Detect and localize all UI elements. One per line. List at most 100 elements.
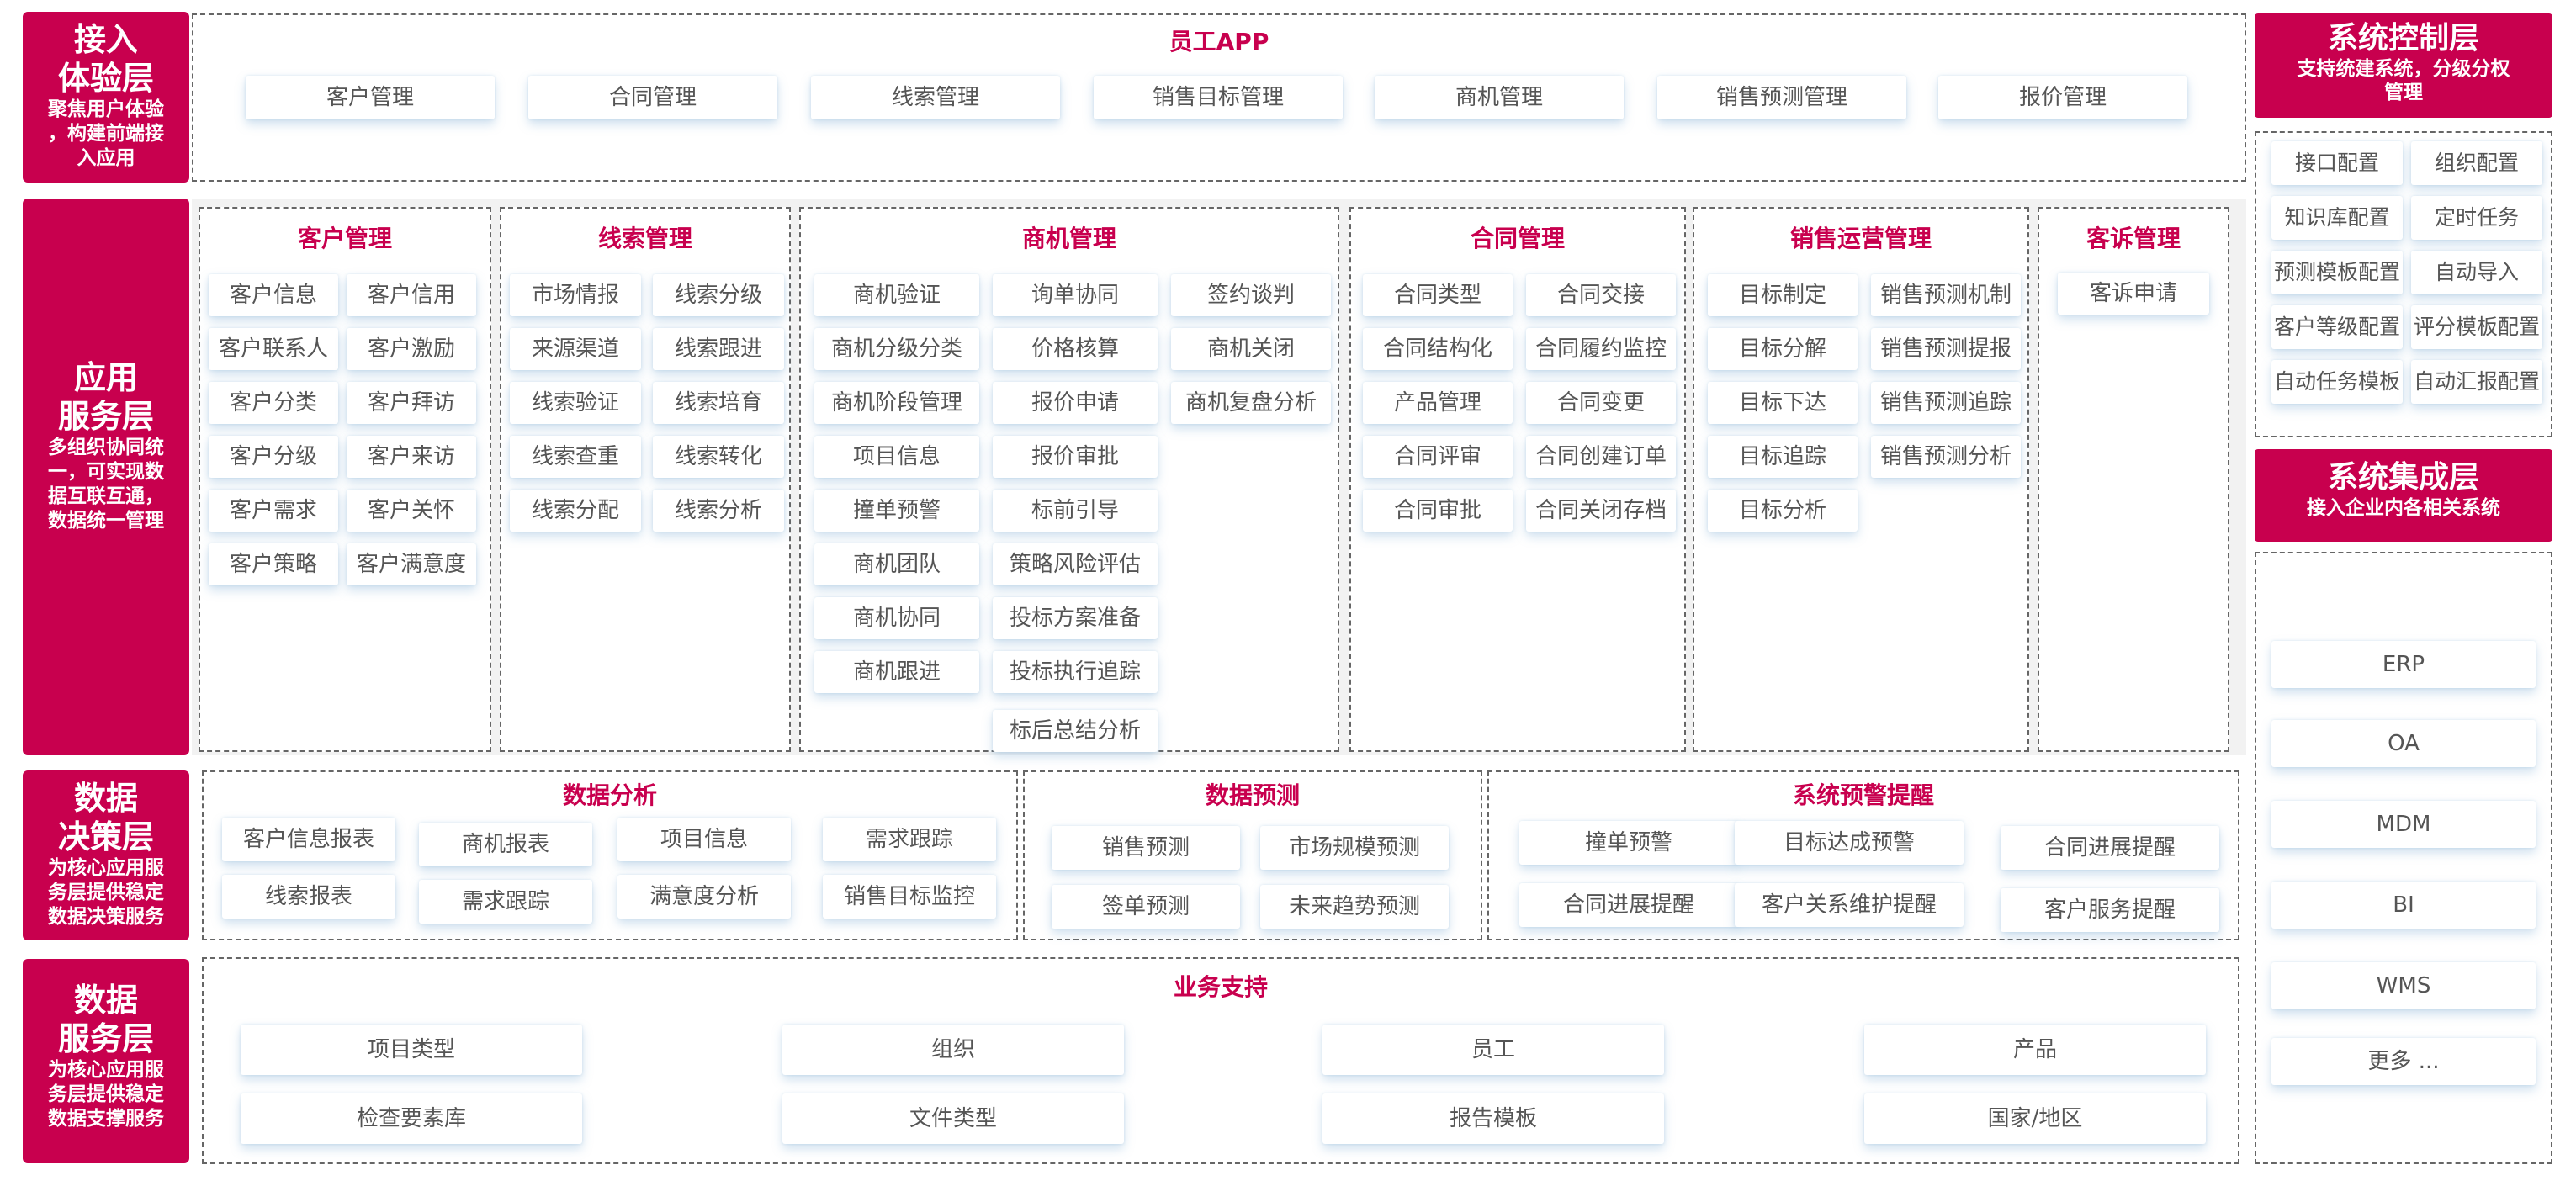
module-item: 客户信息报表 <box>222 818 395 861</box>
module-item: 满意度分析 <box>617 875 791 919</box>
module-item: 客户分级 <box>209 436 338 478</box>
module-item: 销售目标管理 <box>1094 76 1343 119</box>
module-item: 客户信息 <box>209 274 338 316</box>
module-item: 线索管理 <box>811 76 1060 119</box>
module-item: 报价审批 <box>993 436 1158 478</box>
module-item: 线索跟进 <box>653 328 784 370</box>
module-item: 客户信用 <box>347 274 476 316</box>
module-item: 文件类型 <box>782 1093 1124 1144</box>
module-lead-title: 线索管理 <box>597 225 692 252</box>
module-item: 项目信息 <box>814 436 979 478</box>
module-item: 评分模板配置 <box>2411 305 2542 349</box>
control-header: 系统控制层 支持统建系统，分级分权 管理 <box>2255 13 2552 118</box>
module-item: 市场规模预测 <box>1260 826 1449 870</box>
layer-data-service-subtitle: 为核心应用服 务层提供稳定 数据支撑服务 <box>48 1059 164 1130</box>
module-item: 目标达成预警 <box>1735 821 1964 865</box>
control-title: 系统控制层 <box>2327 21 2479 56</box>
module-item: 线索转化 <box>653 436 784 478</box>
module-item: 商机跟进 <box>814 651 979 693</box>
module-item: 线索验证 <box>510 382 641 424</box>
module-item: 合同交接 <box>1526 274 1676 316</box>
module-item: OA <box>2271 720 2536 767</box>
layer-decision-subtitle: 为核心应用服 务层提供稳定 数据决策服务 <box>48 857 164 928</box>
module-item: 目标追踪 <box>1708 436 1858 478</box>
module-item: 报价申请 <box>993 382 1158 424</box>
module-item: 撞单预警 <box>814 490 979 532</box>
module-item: 商机报表 <box>419 823 592 866</box>
module-item: 销售预测提报 <box>1871 328 2021 370</box>
access-title: 员工APP <box>1169 28 1269 56</box>
module-item: 投标方案准备 <box>993 597 1158 639</box>
module-item: 来源渠道 <box>510 328 641 370</box>
module-item: 报告模板 <box>1322 1093 1664 1144</box>
module-item: 客户等级配置 <box>2271 305 2403 349</box>
module-item: 标前引导 <box>993 490 1158 532</box>
module-item: 合同评审 <box>1363 436 1513 478</box>
module-item: 目标下达 <box>1708 382 1858 424</box>
module-item: 需求跟踪 <box>823 818 996 861</box>
module-item: 标后总结分析 <box>993 710 1158 752</box>
module-item: 商机协同 <box>814 597 979 639</box>
integration-header: 系统集成层 接入企业内各相关系统 <box>2255 449 2552 542</box>
module-item: 签单预测 <box>1052 885 1240 929</box>
module-item: WMS <box>2271 962 2536 1009</box>
layer-app-subtitle: 多组织协同统 一，可实现数 据互联互通， 数据统一管理 <box>48 437 164 532</box>
module-item: 合同类型 <box>1363 274 1513 316</box>
layer-access: 接入 体验层 聚焦用户体验 ，构建前端接 入应用 <box>23 12 189 183</box>
integration-title: 系统集成层 <box>2327 460 2479 495</box>
module-item: 合同管理 <box>528 76 777 119</box>
module-item: 客户关系维护提醒 <box>1735 883 1964 927</box>
layer-decision: 数据 决策层 为核心应用服 务层提供稳定 数据决策服务 <box>23 770 189 940</box>
layer-data-service: 数据 服务层 为核心应用服 务层提供稳定 数据支撑服务 <box>23 959 189 1163</box>
module-item: 自动任务模板 <box>2271 360 2403 404</box>
module-item: 客户服务提醒 <box>2001 888 2219 932</box>
module-item: 客户分类 <box>209 382 338 424</box>
module-item: 线索分配 <box>510 490 641 532</box>
module-item: 商机分级分类 <box>814 328 979 370</box>
module-item: 项目类型 <box>241 1025 582 1075</box>
decision-analysis-title: 数据分析 <box>562 781 657 809</box>
module-item: 客户来访 <box>347 436 476 478</box>
module-item: MDM <box>2271 801 2536 848</box>
module-item: 需求跟踪 <box>419 880 592 924</box>
module-item: 员工 <box>1322 1025 1664 1075</box>
module-item: 价格核算 <box>993 328 1158 370</box>
module-item: 商机团队 <box>814 543 979 585</box>
module-item: 投标执行追踪 <box>993 651 1158 693</box>
module-item: 客户拜访 <box>347 382 476 424</box>
module-item: 商机管理 <box>1375 76 1624 119</box>
module-item: 销售预测分析 <box>1871 436 2021 478</box>
layer-access-subtitle: 聚焦用户体验 ，构建前端接 入应用 <box>48 98 164 169</box>
layer-app: 应用 服务层 多组织协同统 一，可实现数 据互联互通， 数据统一管理 <box>23 199 189 755</box>
module-item: 产品 <box>1864 1025 2206 1075</box>
module-item: 目标制定 <box>1708 274 1858 316</box>
module-item: 知识库配置 <box>2271 196 2403 240</box>
module-item: BI <box>2271 882 2536 929</box>
module-item: 自动导入 <box>2411 251 2542 294</box>
module-item: ERP <box>2271 641 2536 688</box>
support-title: 业务支持 <box>1173 973 1268 1001</box>
layer-app-title: 应用 服务层 <box>57 359 154 435</box>
module-item: 线索报表 <box>222 875 395 919</box>
module-item: 签约谈判 <box>1171 274 1331 316</box>
module-item: 报价管理 <box>1938 76 2187 119</box>
module-item: 客户联系人 <box>209 328 338 370</box>
module-item: 询单协同 <box>993 274 1158 316</box>
module-item: 组织配置 <box>2411 141 2542 185</box>
module-item: 销售预测机制 <box>1871 274 2021 316</box>
module-item: 项目信息 <box>617 818 791 861</box>
module-item: 合同创建订单 <box>1526 436 1676 478</box>
module-item: 预测模板配置 <box>2271 251 2403 294</box>
module-item: 合同履约监控 <box>1526 328 1676 370</box>
module-item: 目标分解 <box>1708 328 1858 370</box>
module-item: 合同变更 <box>1526 382 1676 424</box>
module-item: 销售预测 <box>1052 826 1240 870</box>
module-item: 未来趋势预测 <box>1260 885 1449 929</box>
module-item: 组织 <box>782 1025 1124 1075</box>
module-item: 销售预测追踪 <box>1871 382 2021 424</box>
module-item: 策略风险评估 <box>993 543 1158 585</box>
module-complaint-title: 客诉管理 <box>2086 225 2181 252</box>
module-item: 市场情报 <box>510 274 641 316</box>
layer-data-service-title: 数据 服务层 <box>57 982 154 1057</box>
module-sales-ops-title: 销售运营管理 <box>1789 225 1932 252</box>
